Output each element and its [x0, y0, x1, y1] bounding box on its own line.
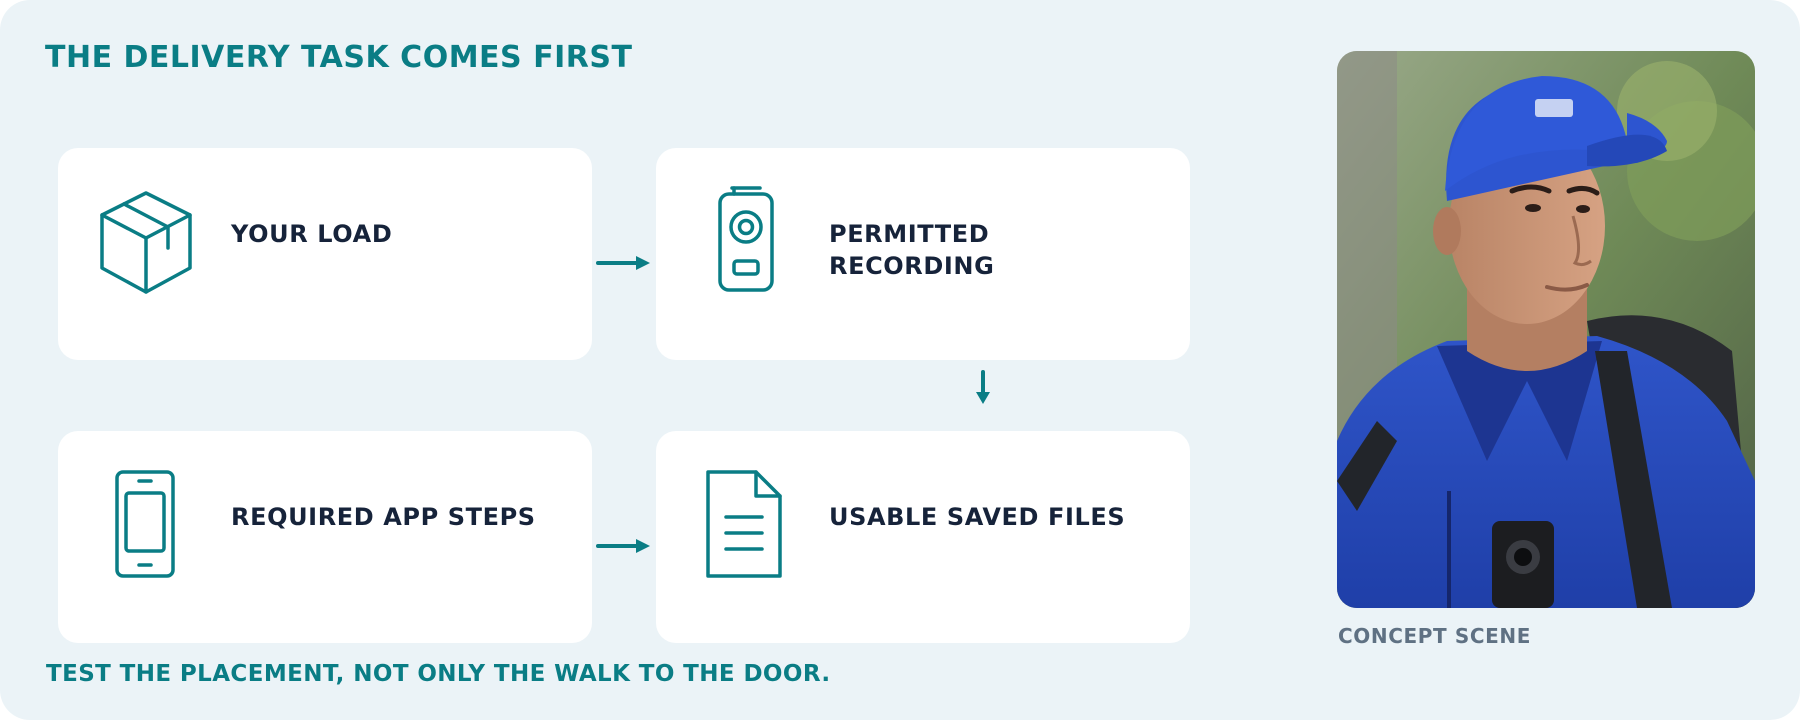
card-your-load: YOUR LOAD: [58, 148, 592, 360]
courier-with-body-camera-photo: [1337, 51, 1755, 608]
footer-note: TEST THE PLACEMENT, NOT ONLY THE WALK TO…: [46, 661, 831, 687]
card-permitted-recording: PERMITTED RECORDING: [656, 148, 1190, 360]
arrow-right-icon: [596, 256, 650, 270]
arrow-down-icon: [976, 370, 990, 404]
body-camera-icon: [718, 186, 774, 292]
package-icon: [100, 191, 192, 294]
photo-illustration: [1337, 51, 1755, 608]
arrow-right-icon: [596, 539, 650, 553]
smartphone-icon: [115, 470, 175, 578]
card-label: REQUIRED APP STEPS: [231, 503, 536, 531]
card-usable-saved-files: USABLE SAVED FILES: [656, 431, 1190, 643]
diagram-title: THE DELIVERY TASK COMES FIRST: [45, 40, 633, 75]
card-label: YOUR LOAD: [231, 220, 393, 248]
card-required-app-steps: REQUIRED APP STEPS: [58, 431, 592, 643]
card-label: PERMITTED RECORDING: [829, 220, 995, 280]
card-label: USABLE SAVED FILES: [829, 503, 1126, 531]
document-icon: [706, 470, 782, 578]
photo-caption: CONCEPT SCENE: [1338, 624, 1531, 648]
